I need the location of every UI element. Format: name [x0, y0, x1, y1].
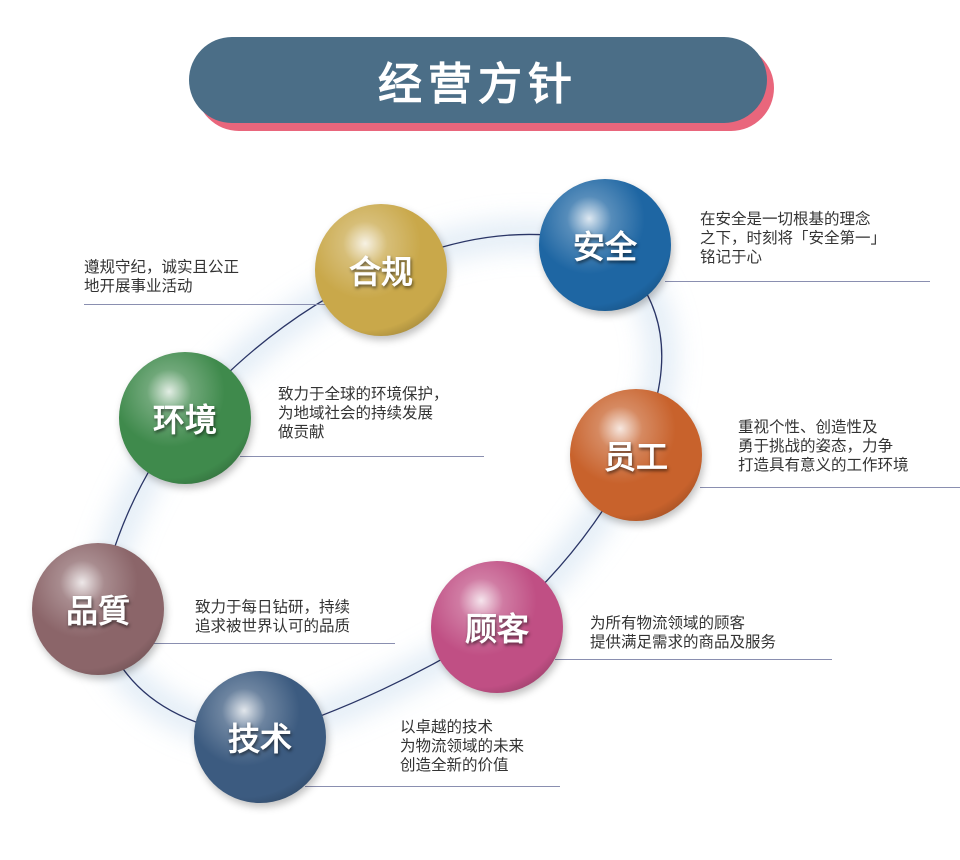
desc-line: 重视个性、创造性及 [738, 418, 878, 436]
desc-line: 之下，时刻将「安全第一」 [700, 229, 887, 247]
desc-line: 在安全是一切根基的理念 [700, 210, 871, 228]
desc-line: 遵规守纪，诚实且公正 [84, 258, 240, 276]
desc-line: 追求被世界认可的品质 [195, 617, 351, 635]
divider [84, 304, 330, 305]
sphere-label: 技术 [227, 720, 292, 758]
desc-line: 为所有物流领域的顾客 [590, 614, 746, 632]
desc-line: 为物流领域的未来 [400, 737, 525, 755]
page-title: 经营方针 [189, 37, 767, 123]
desc-line: 做贡献 [278, 423, 325, 441]
desc-line: 致力于全球的环境保护， [278, 385, 449, 403]
divider [700, 487, 960, 488]
divider [555, 659, 832, 660]
desc-line: 勇于挑战的姿态，力争 [738, 437, 894, 455]
desc-line: 铭记于心 [700, 248, 763, 266]
divider [150, 643, 395, 644]
environment-description: 致力于全球的环境保护， 为地域社会的持续发展 做贡献 [278, 385, 449, 442]
sphere-label: 安全 [572, 228, 637, 266]
sphere-label: 品質 [65, 592, 130, 630]
desc-line: 以卓越的技术 [400, 718, 494, 736]
divider [665, 281, 930, 282]
desc-line: 创造全新的价值 [400, 756, 509, 774]
sphere-label: 环境 [152, 401, 217, 439]
desc-line: 打造具有意义的工作环境 [738, 456, 909, 474]
sphere-compliance: 合规 [315, 204, 447, 336]
sphere-customers: 顾客 [431, 561, 563, 693]
employees-description: 重视个性、创造性及 勇于挑战的姿态，力争 打造具有意义的工作环境 [738, 418, 909, 475]
sphere-label: 员工 [603, 438, 668, 476]
safety-description: 在安全是一切根基的理念 之下，时刻将「安全第一」 铭记于心 [700, 210, 886, 267]
sphere-environment: 环境 [119, 352, 251, 484]
sphere-label: 顾客 [464, 610, 529, 648]
technology-description: 以卓越的技术 为物流领域的未来 创造全新的价值 [400, 718, 524, 775]
sphere-label: 合规 [348, 253, 413, 291]
desc-line: 为地域社会的持续发展 [278, 404, 434, 422]
compliance-description: 遵规守纪，诚实且公正 地开展事业活动 [84, 258, 239, 296]
sphere-quality: 品質 [32, 543, 164, 675]
desc-line: 致力于每日钻研，持续 [195, 598, 351, 616]
desc-line: 提供满足需求的商品及服务 [590, 633, 777, 651]
desc-line: 地开展事业活动 [84, 277, 193, 295]
sphere-employees: 员工 [570, 389, 702, 521]
sphere-technology: 技术 [194, 671, 326, 803]
sphere-safety: 安全 [539, 179, 671, 311]
quality-description: 致力于每日钻研，持续 追求被世界认可的品质 [195, 598, 350, 636]
divider [240, 456, 484, 457]
customers-description: 为所有物流领域的顾客 提供满足需求的商品及服务 [590, 614, 776, 652]
divider [305, 786, 560, 787]
